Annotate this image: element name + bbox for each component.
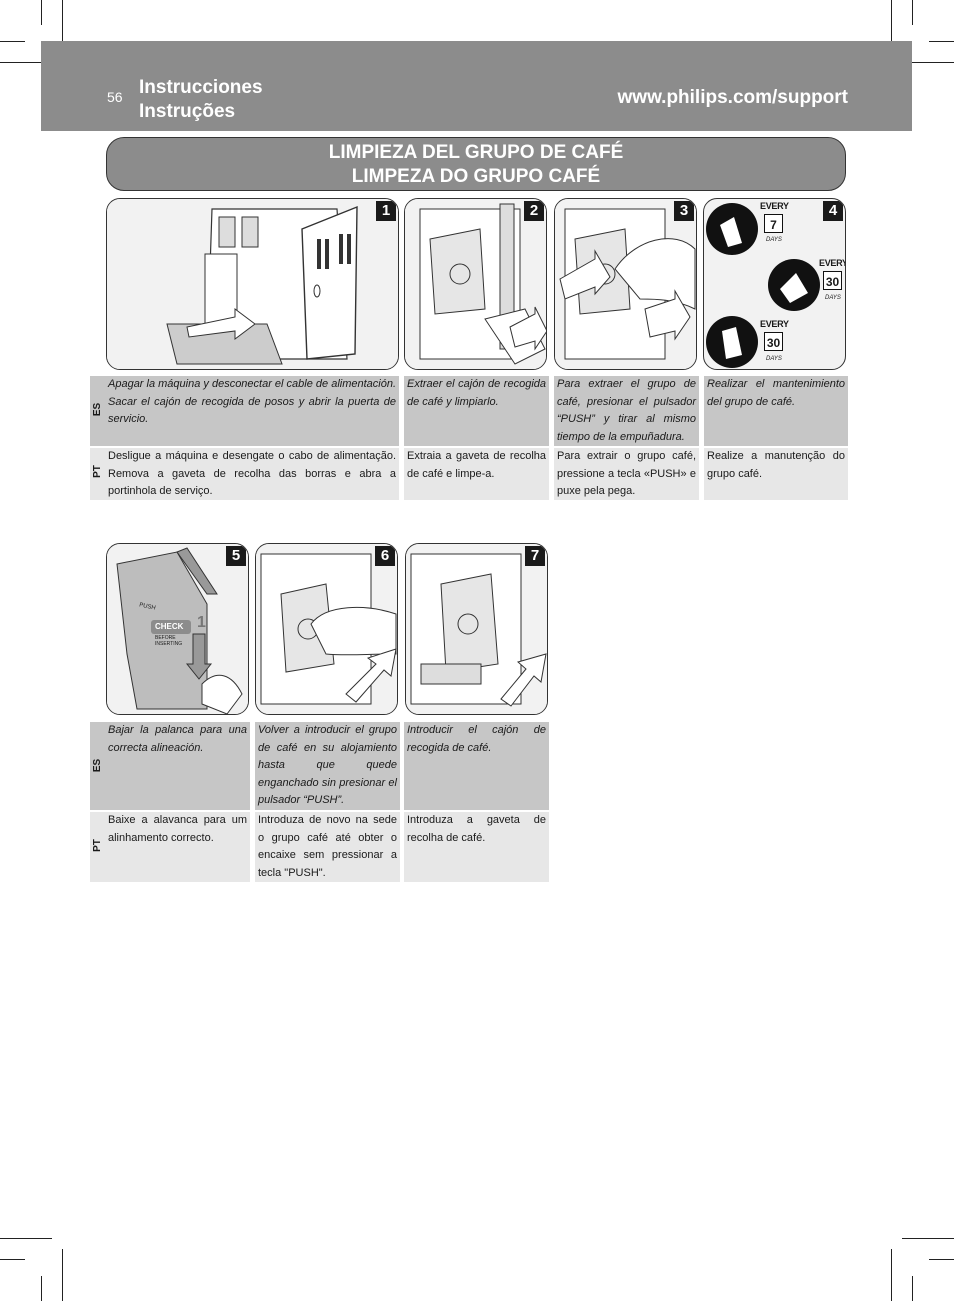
step-4-illustration: EVERY 7 DAYS EVERY 30 DAYS EVERY 30 DAYS… xyxy=(703,198,846,370)
lever-number: 1 xyxy=(197,614,206,631)
crop-mark xyxy=(902,62,954,63)
days-label: DAYS xyxy=(766,237,782,243)
every-label: EVERY xyxy=(760,201,789,211)
check-label: CHECK xyxy=(155,622,184,631)
section-title-es: LIMPIEZA DEL GRUPO DE CAFÉ xyxy=(328,142,624,163)
step-6-text-es: Volver a introducir el grupo de café en … xyxy=(255,722,400,810)
step-5-text-es: Bajar la palanca para una correcta aline… xyxy=(105,722,250,810)
crop-mark xyxy=(0,1238,52,1239)
step-7-text-pt: Introduza a gaveta de recolha de café. xyxy=(404,812,549,882)
section-title: LIMPIEZA DEL GRUPO DE CAFÉ LIMPEZA DO GR… xyxy=(106,137,846,191)
step-number-badge: 6 xyxy=(375,546,395,566)
crop-mark xyxy=(0,1259,25,1260)
days-label: DAYS xyxy=(825,295,841,301)
crop-mark xyxy=(0,41,25,42)
maintenance-schedule-icons xyxy=(706,203,820,368)
page-number: 56 xyxy=(107,89,123,105)
step-1-text-es: Apagar la máquina y desconectar el cable… xyxy=(105,376,399,446)
crop-mark xyxy=(0,62,52,63)
step-2-text-pt: Extraia a gaveta de recolha de café e li… xyxy=(404,448,549,500)
step-2-text-es: Extraer el cajón de recogida de café y l… xyxy=(404,376,549,446)
step-3-text-pt: Para extrair o grupo café, pressione a t… xyxy=(554,448,699,500)
every-label: EVERY xyxy=(760,319,789,329)
crop-mark xyxy=(929,1259,954,1260)
lower-lever-illustration xyxy=(107,544,248,714)
days-label: DAYS xyxy=(766,356,782,362)
coffee-machine-open-door-illustration xyxy=(107,199,398,369)
step-7-text-es: Introducir el cajón de recogida de café. xyxy=(404,722,549,810)
insert-coffee-drawer-illustration xyxy=(406,544,547,714)
extract-coffee-group-illustration xyxy=(555,199,696,369)
step-4-text-es: Realizar el mantenimiento del grupo de c… xyxy=(704,376,848,446)
step-number-badge: 5 xyxy=(226,546,246,566)
step-7-illustration: 7 xyxy=(405,543,548,715)
step-3-text-es: Para extraer el grupo de café, presionar… xyxy=(554,376,699,446)
step-number-badge: 7 xyxy=(525,546,545,566)
insert-coffee-group-illustration xyxy=(256,544,397,714)
every-label: EVERY xyxy=(819,258,846,268)
remove-coffee-drawer-illustration xyxy=(405,199,546,369)
lang-label-pt: PT xyxy=(90,812,106,882)
step-2-illustration: 2 xyxy=(404,198,547,370)
page-header: 56 Instrucciones Instruções www.philips.… xyxy=(41,41,912,131)
calendar-icon: 7 xyxy=(764,214,783,233)
header-title-pt: Instruções xyxy=(139,101,236,122)
step-6-illustration: 6 xyxy=(255,543,398,715)
crop-mark xyxy=(912,1276,913,1301)
crop-mark xyxy=(62,0,63,52)
step-1-text-pt: Desligue a máquina e desengate o cabo de… xyxy=(105,448,399,500)
crop-mark xyxy=(891,1249,892,1301)
lang-label-es: ES xyxy=(90,376,106,446)
crop-mark xyxy=(41,0,42,25)
step-6-text-pt: Introduza de novo na sede o grupo café a… xyxy=(255,812,400,882)
crop-mark xyxy=(41,1276,42,1301)
lang-label-pt: PT xyxy=(90,448,106,500)
step-3-illustration: 3 xyxy=(554,198,697,370)
calendar-icon: 30 xyxy=(764,332,783,351)
crop-mark xyxy=(912,0,913,25)
support-url[interactable]: www.philips.com/support xyxy=(617,87,848,108)
step-number-badge: 3 xyxy=(674,201,694,221)
calendar-icon: 30 xyxy=(823,271,842,290)
step-4-text-pt: Realize a manutenção do grupo café. xyxy=(704,448,848,500)
before-inserting-label: BEFORE INSERTING xyxy=(155,635,183,647)
crop-mark xyxy=(891,0,892,52)
step-5-illustration: PUSH CHECK BEFORE INSERTING 1 5 xyxy=(106,543,249,715)
crop-mark xyxy=(902,1238,954,1239)
section-title-pt: LIMPEZA DO GRUPO CAFÉ xyxy=(351,166,601,187)
step-number-badge: 4 xyxy=(823,201,843,221)
crop-mark xyxy=(929,41,954,42)
step-1-illustration: 1 xyxy=(106,198,399,370)
step-5-text-pt: Baixe a alavanca para um alinhamento cor… xyxy=(105,812,250,882)
step-number-badge: 1 xyxy=(376,201,396,221)
step-number-badge: 2 xyxy=(524,201,544,221)
lang-label-es: ES xyxy=(90,722,106,810)
crop-mark xyxy=(62,1249,63,1301)
header-title-es: Instrucciones xyxy=(139,77,263,98)
